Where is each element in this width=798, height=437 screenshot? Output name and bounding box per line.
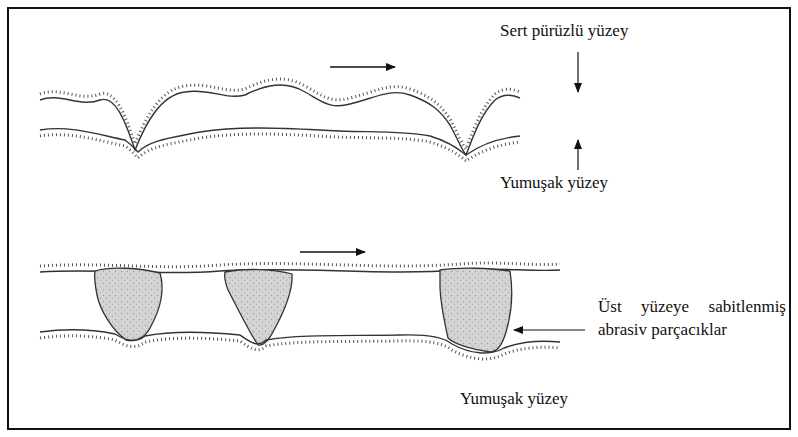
soft-surface	[40, 128, 520, 161]
part-label: Sert pürüzlü yüzey	[500, 20, 628, 43]
part-label: Üst yüzeye sabitlenmiş abrasiv parçacıkl…	[598, 296, 786, 342]
frame	[8, 8, 790, 429]
part-label: Yumuşak yüzey	[460, 388, 568, 411]
soft-surface	[40, 330, 560, 359]
motion-arrow	[300, 251, 365, 252]
leader-arrow	[577, 140, 578, 170]
leader-arrow	[514, 329, 585, 330]
part-label: Yumuşak yüzey	[500, 172, 608, 195]
motion-arrow	[330, 66, 395, 67]
leader-arrow	[577, 52, 578, 92]
